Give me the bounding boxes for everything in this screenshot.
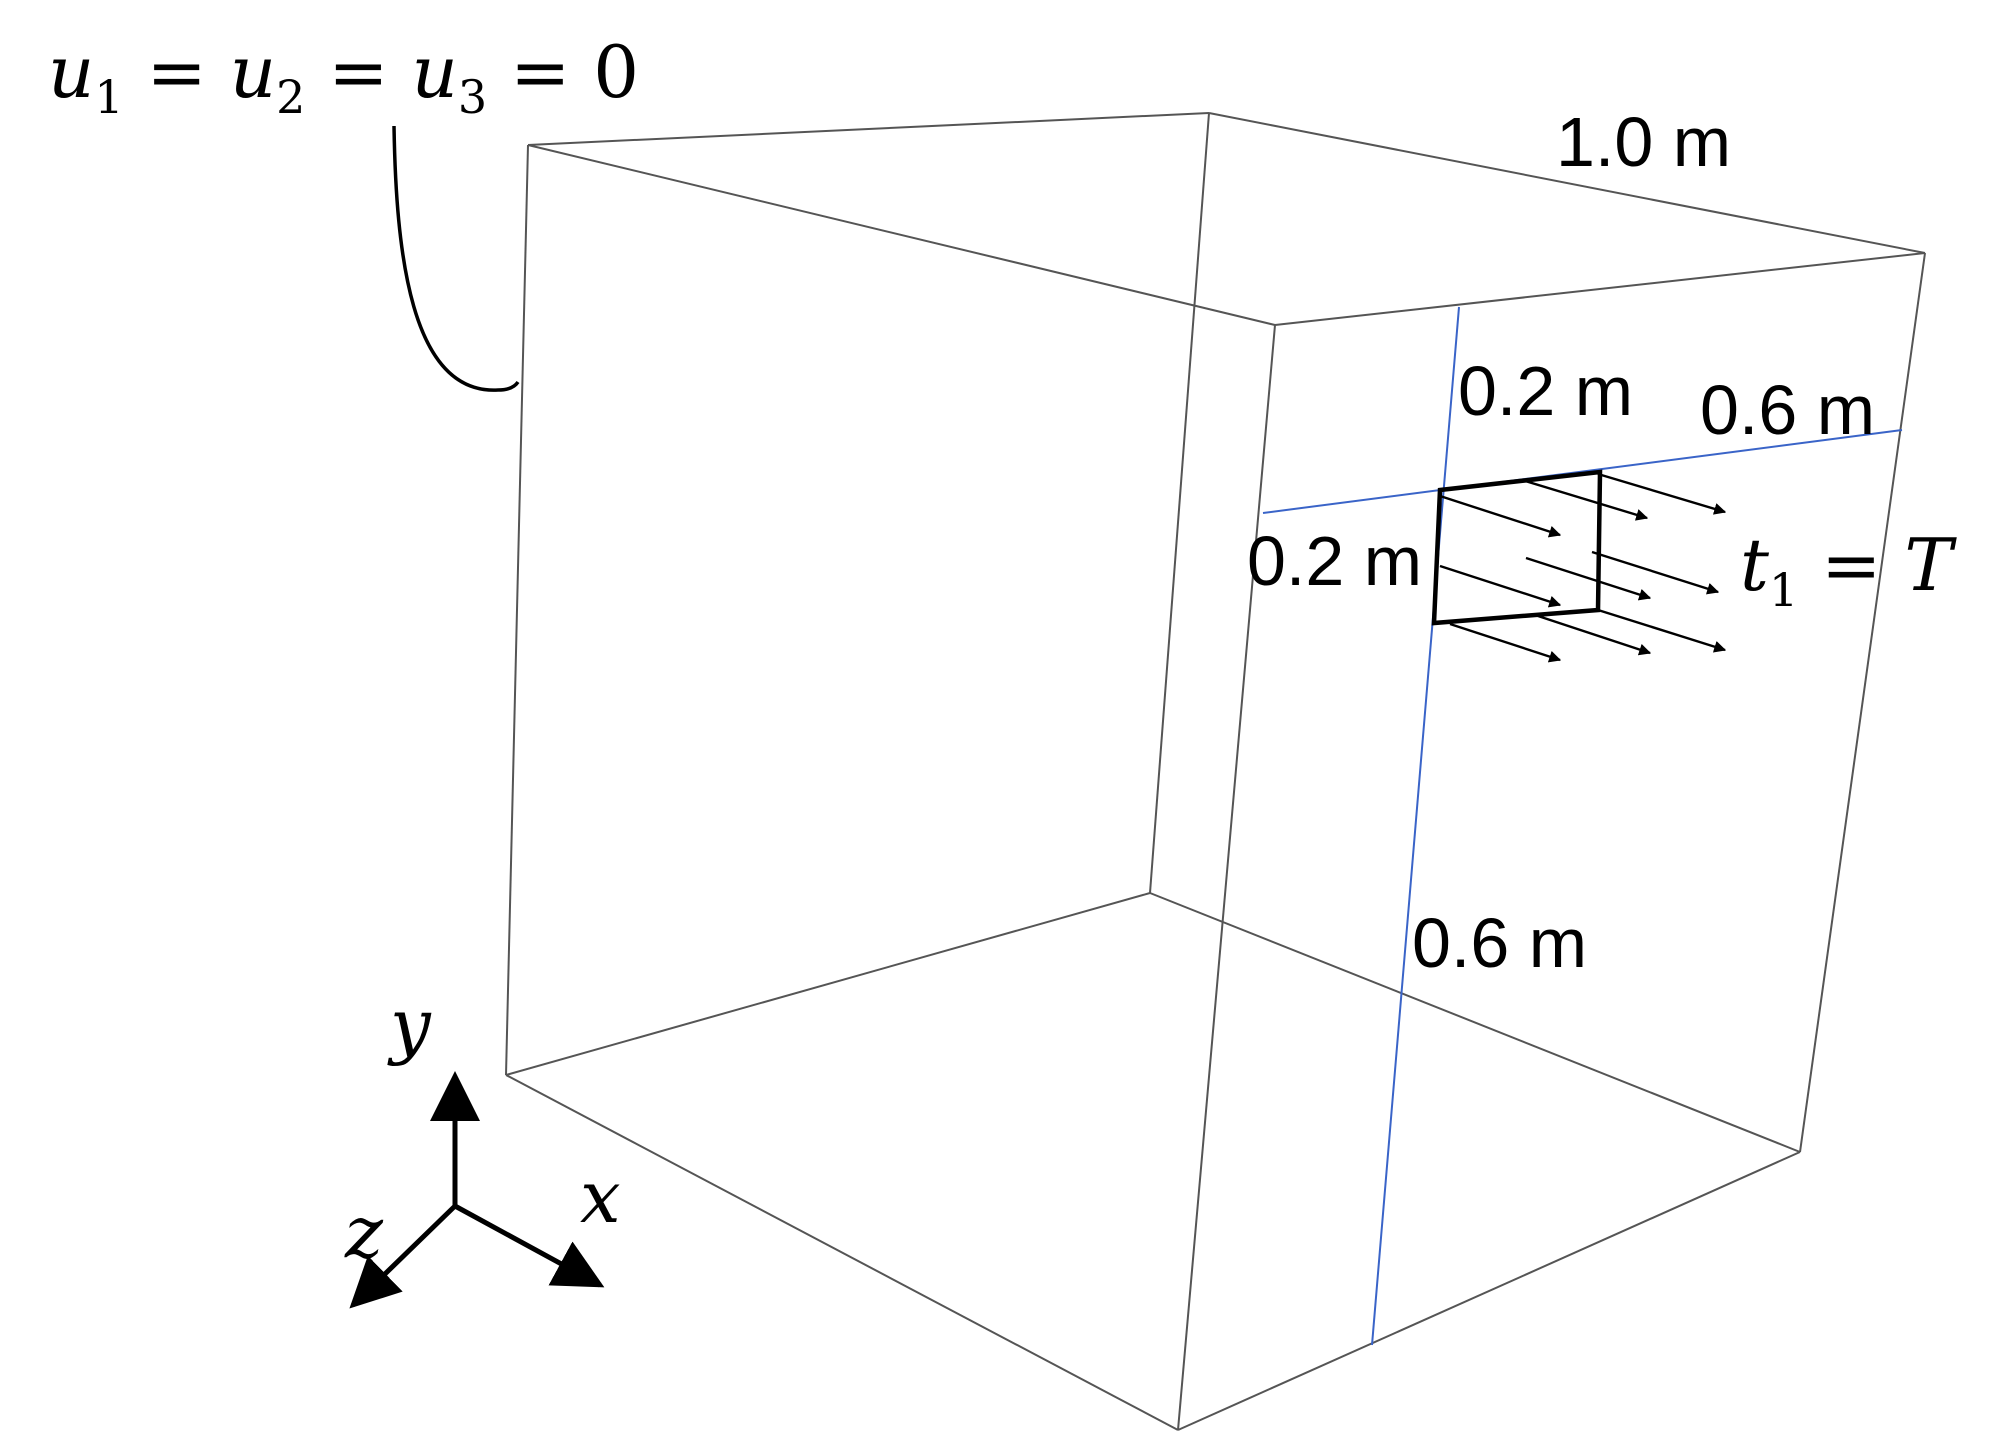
traction-arrow (1521, 478, 1649, 521)
cube-edge (527, 144, 1276, 326)
dimension-label-horizontal-offset: 0.6 m (1700, 371, 1875, 449)
horizontal-guide-line (1262, 429, 1903, 514)
cube-edge (1274, 252, 1926, 326)
traction-arrow (1534, 613, 1652, 656)
z-axis-label: z (344, 1190, 384, 1274)
traction-arrow (1525, 556, 1652, 601)
loaded-patch (1431, 469, 1603, 626)
cube-edge (527, 112, 1210, 146)
cube-edge (1177, 324, 1276, 1431)
dimension-label-vertical-offset: 0.6 m (1412, 904, 1587, 982)
dimension-label-patch-height: 0.2 m (1247, 522, 1422, 600)
cube-edge (1208, 112, 1926, 254)
y-axis-label: y (387, 983, 432, 1067)
coordinate-axes: y x z (344, 983, 621, 1309)
z-axis-arrow (349, 1204, 457, 1309)
cube-wireframe (505, 112, 1926, 1431)
vertical-guide-line (1371, 306, 1460, 1346)
boundary-condition-label: u1 = u2 = u3 = 0 (48, 30, 639, 124)
traction-arrow (1449, 622, 1562, 663)
traction-arrow (1439, 494, 1562, 538)
cube-edge (1149, 892, 1801, 1153)
cube-edge (1149, 112, 1210, 894)
traction-arrow (1439, 564, 1562, 608)
traction-arrow (1591, 550, 1720, 595)
dimension-label-cube-width: 1.0 m (1556, 103, 1731, 181)
cube-edge (1177, 1151, 1801, 1431)
x-axis-label: x (580, 1155, 621, 1239)
guide-lines (1262, 306, 1903, 1346)
traction-arrow (1597, 608, 1727, 653)
boundary-leader-curve (392, 125, 520, 392)
dimension-label-patch-width: 0.2 m (1458, 352, 1633, 430)
cube-edge (505, 144, 529, 1076)
traction-arrow (1597, 472, 1727, 515)
traction-label: t1 = T (1740, 523, 1957, 617)
cube-edge (505, 892, 1151, 1076)
x-axis-arrow (453, 1203, 605, 1288)
traction-arrows (1439, 472, 1727, 663)
cube-edge (505, 1074, 1179, 1431)
cube-edge (1799, 252, 1926, 1153)
